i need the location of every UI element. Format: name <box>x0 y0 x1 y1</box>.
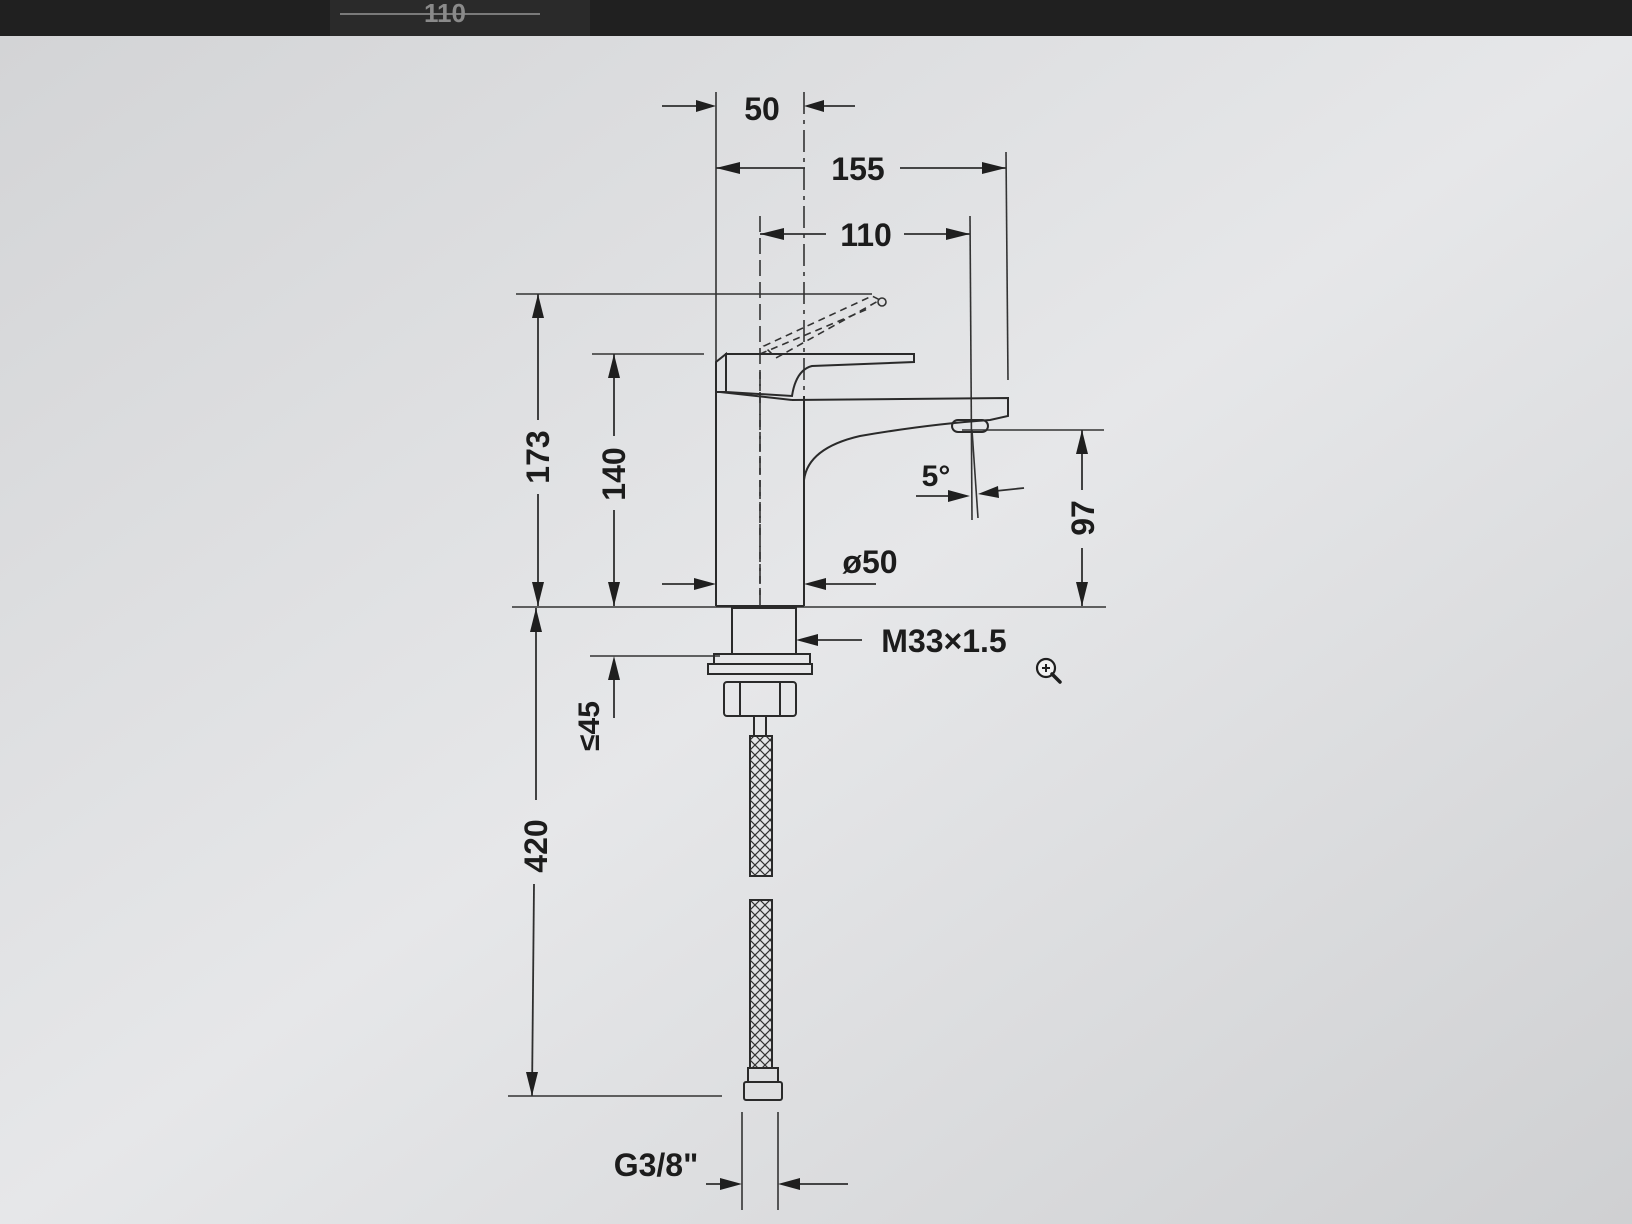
partial-dimension-label: 110 <box>424 0 466 28</box>
dimension-label-top-width: 50 <box>744 91 780 127</box>
dimension-diameter: ø50 <box>662 544 898 590</box>
dimension-max-thickness: ≤45 <box>573 656 620 751</box>
dimension-connection: G3/8" <box>614 1112 848 1210</box>
dimension-label-thread: M33×1.5 <box>881 623 1006 659</box>
dimension-spout-reach: 110 <box>759 215 973 600</box>
dimension-label-spout-reach: 110 <box>840 217 892 253</box>
mounting-hardware <box>590 653 813 736</box>
dimension-label-connection: G3/8" <box>614 1147 699 1183</box>
dimension-angle: 5° <box>916 429 1025 519</box>
dimension-label-max-thickness: ≤45 <box>573 701 606 751</box>
monitor-bezel <box>0 0 1632 36</box>
dimension-label-overall-length: 155 <box>831 151 884 187</box>
faucet-body <box>715 295 1009 607</box>
dimension-thread: M33×1.5 <box>731 607 1007 659</box>
dimension-label-body-height: 140 <box>596 447 632 500</box>
dimension-label-total-height: 173 <box>520 430 556 483</box>
zoom-in-icon[interactable] <box>1035 657 1062 684</box>
dimension-label-diameter: ø50 <box>842 544 897 580</box>
dimension-label-hose-length: 420 <box>518 819 554 872</box>
screen-area <box>0 36 1632 1224</box>
partial-dimension-top: 110 <box>330 0 590 36</box>
dimension-label-angle: 5° <box>922 460 951 493</box>
dimension-label-spout-height: 97 <box>1065 500 1101 536</box>
dimension-spout-height: 97 <box>962 429 1104 606</box>
dimension-hose-length: 420 <box>508 608 722 1097</box>
dimension-body-height: 140 <box>592 353 704 606</box>
dimension-overall-length: 155 <box>716 151 1009 381</box>
dimension-total-height: 173 <box>516 293 872 606</box>
supply-hose <box>743 735 783 1101</box>
